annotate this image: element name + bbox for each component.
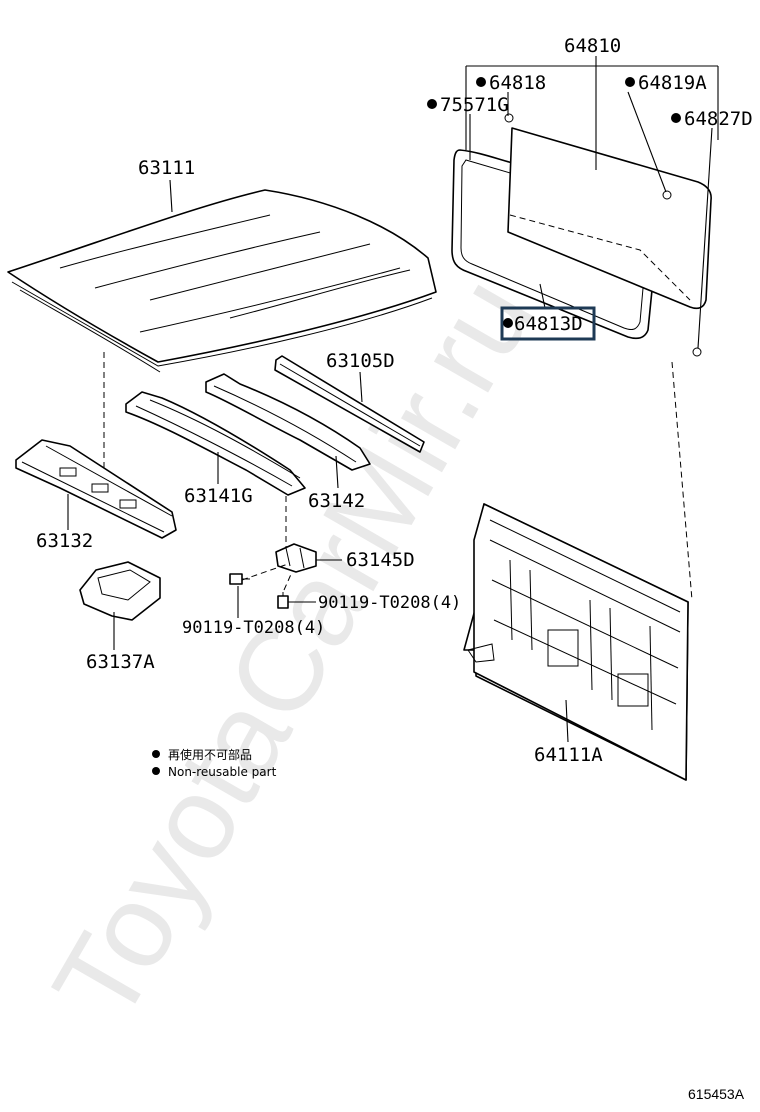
legend-line-jp: 再使用不可部品 — [168, 747, 252, 762]
label-63132: 63132 — [36, 530, 93, 552]
roof-panel-drawing — [7, 189, 437, 373]
label-64813d: 64813D — [514, 313, 583, 335]
leader-63105d — [359, 371, 363, 403]
bracket-63137a-drawing — [79, 561, 161, 621]
label-bolt-right: 90119-T0208(4) — [318, 593, 461, 613]
non-reusable-dot-75571g — [427, 99, 437, 109]
non-reusable-dot-64818 — [476, 77, 486, 87]
label-63142: 63142 — [308, 490, 365, 512]
leader-63111 — [169, 179, 173, 213]
legend-dot-1 — [152, 750, 160, 758]
label-bolt-left: 90119-T0208(4) — [182, 618, 325, 638]
leader-64819a — [627, 91, 667, 193]
bolt-left-drawing — [229, 573, 250, 585]
rear-window-drawing — [451, 113, 712, 357]
figure-id: 615453A — [688, 1086, 745, 1102]
non-reusable-dot-64827d — [671, 113, 681, 123]
legend-line-en: Non-reusable part — [168, 765, 277, 779]
label-64810: 64810 — [564, 35, 621, 57]
label-63105d: 63105D — [326, 350, 395, 372]
front-header-drawing — [15, 439, 177, 539]
roof-bow-63141g-drawing — [125, 391, 306, 496]
leader-64827d — [697, 127, 713, 349]
label-64827d: 64827D — [684, 108, 753, 130]
leader-63142 — [335, 455, 339, 489]
leader-64813d — [539, 283, 546, 309]
label-63137a: 63137A — [86, 651, 155, 673]
label-64819a: 64819A — [638, 72, 707, 94]
leader-64111a — [565, 699, 569, 743]
label-64111a: 64111A — [534, 744, 603, 766]
roof-bow-63142-drawing — [205, 373, 371, 471]
label-63145d: 63145D — [346, 549, 415, 571]
non-reusable-dot-64819a — [625, 77, 635, 87]
dash-bolt-link — [283, 571, 293, 591]
non-reusable-dot-64813d — [503, 318, 513, 328]
back-panel-drawing — [463, 503, 689, 781]
label-63141g: 63141G — [184, 485, 253, 507]
highlight-box-64813d — [500, 306, 596, 341]
label-64818: 64818 — [489, 72, 546, 94]
label-75571g: 75571G — [440, 94, 509, 116]
bracket-63145d-drawing — [275, 543, 317, 573]
dash-window-to-panel — [671, 361, 693, 601]
dash-bracket-link — [241, 563, 289, 581]
legend-dot-2 — [152, 767, 160, 775]
label-63111: 63111 — [138, 157, 195, 179]
roof-bow-63105d-drawing — [274, 355, 425, 453]
